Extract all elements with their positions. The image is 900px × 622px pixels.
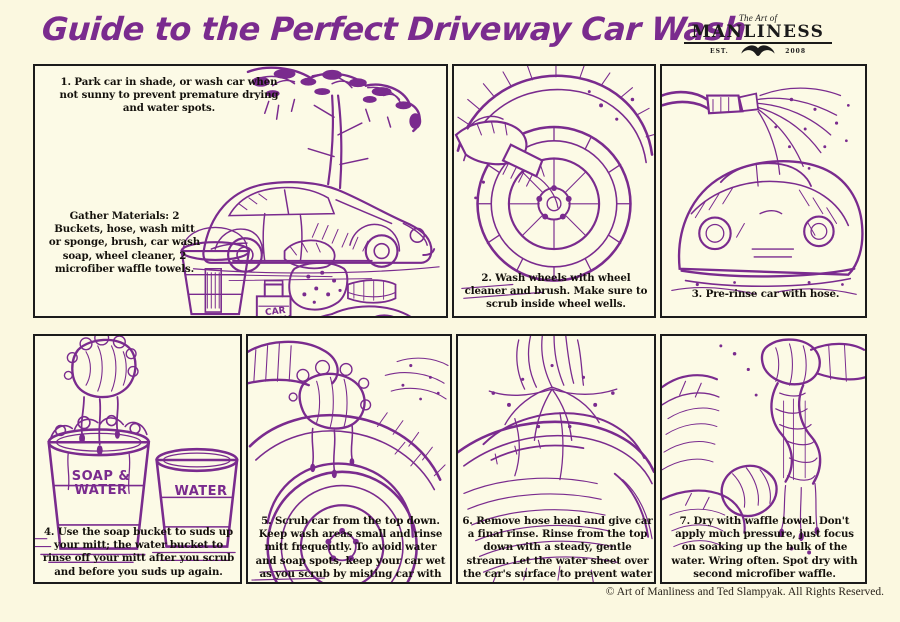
panel-3-caption: 3. Pre-rinse car with hose. <box>691 288 840 300</box>
logo-established-line: EST. 2008 <box>684 45 832 58</box>
panel-3-artwork <box>662 66 865 316</box>
panel-3: 3. Pre-rinse car with hose. <box>660 64 867 318</box>
panel-2: 2. Wash wheels with wheel cleaner and br… <box>452 64 656 318</box>
logo-wordmark: MANLINESS <box>684 23 832 44</box>
logo-est-year: 2008 <box>785 48 806 55</box>
logo-est-label: EST. <box>710 48 729 55</box>
panel-7-caption: 7. Dry with waffle towel. Don't apply mu… <box>671 515 858 580</box>
panel-1-caption: 1. Park car in shade, or wash car when n… <box>59 76 279 115</box>
panel-6-caption: 6. Remove hose head and give car a final… <box>462 515 653 582</box>
water-bucket-label: WATER <box>174 484 228 499</box>
panel-1: CAR WASH 1. Park car in shade, or wash c… <box>33 64 448 318</box>
mustache-icon <box>741 45 775 59</box>
panel-2-caption: 2. Wash wheels with wheel cleaner and br… <box>464 272 648 311</box>
car-wash-bottle-label: CAR WASH <box>261 305 292 318</box>
poster-header: Guide to the Perfect Driveway Car Wash T… <box>0 0 900 62</box>
soap-bucket-label: SOAP & WATER <box>71 469 131 498</box>
logo-script-line: The Art of <box>738 13 778 23</box>
panel-4: SOAP & WATER WATER 4. Use the soap bucke… <box>33 334 242 584</box>
copyright-notice: © Art of Manliness and Ted Slampyak. All… <box>605 586 884 598</box>
panel-4-caption: 4. Use the soap bucket to suds up your m… <box>42 526 235 578</box>
brand-logo: The Art of MANLINESS EST. 2008 <box>684 14 832 56</box>
panel-1-materials-caption: Gather Materials: 2 Buckets, hose, wash … <box>48 210 201 275</box>
panel-5: 5. Scrub car from the top down. Keep was… <box>246 334 452 584</box>
panel-6: 6. Remove hose head and give car a final… <box>456 334 656 584</box>
panel-5-caption: 5. Scrub car from the top down. Keep was… <box>255 515 446 582</box>
page-title: Guide to the Perfect Driveway Car Wash <box>40 10 748 48</box>
panel-7: 7. Dry with waffle towel. Don't apply mu… <box>660 334 867 584</box>
